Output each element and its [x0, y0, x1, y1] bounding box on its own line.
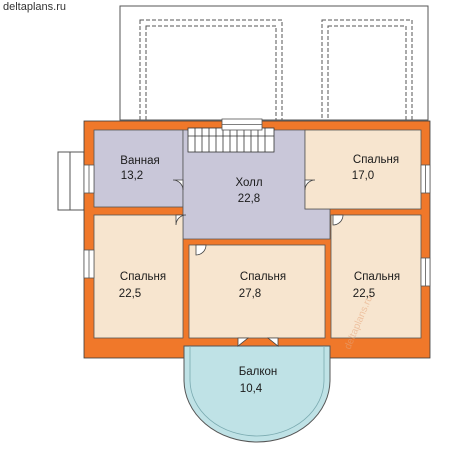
bedroom-e-name: Спальня: [354, 271, 400, 283]
bathroom-name: Ванная: [120, 155, 159, 167]
room-bedroom-east: [330, 214, 422, 339]
bedroom-ne-area: 17,0: [352, 170, 374, 182]
room-bedroom-center: [188, 244, 326, 339]
door-bathroom: [172, 179, 184, 191]
door-bedroom-west: [175, 214, 187, 226]
room-bedroom-west: [93, 214, 184, 339]
balcony-floor: [183, 345, 331, 443]
balcony-area: 10,4: [240, 383, 263, 395]
door-bedroom-east: [332, 214, 344, 226]
balcony-railing: [189, 346, 325, 437]
bedroom-c-name: Спальня: [240, 271, 286, 283]
room-bedroom-northeast: [304, 129, 422, 210]
windows: [83, 118, 431, 287]
door-bedroom-ne: [304, 179, 316, 191]
bedroom-w-name: Спальня: [120, 271, 166, 283]
room-hall-lower: [183, 207, 330, 239]
doors: [172, 179, 344, 347]
hall-name: Холл: [235, 177, 262, 189]
door-bedroom-center: [195, 244, 207, 256]
bedroom-w-area: 22,5: [119, 288, 141, 300]
bedroom-e-area: 22,5: [353, 288, 375, 300]
staircase: [187, 127, 275, 153]
room-bathroom: [93, 129, 184, 208]
room-labels: Ванная 13,2 Холл 22,8 Спальня 17,0 Спаль…: [119, 154, 400, 395]
porch-block: [57, 151, 85, 211]
bathroom-area: 13,2: [121, 170, 143, 182]
bedroom-ne-name: Спальня: [353, 154, 399, 166]
bedroom-c-area: 27,8: [239, 288, 261, 300]
roof-outline: [119, 5, 429, 121]
site-caption: deltaplans.ru: [3, 1, 66, 13]
balcony-name: Балкон: [239, 366, 278, 378]
balcony-door: [237, 337, 279, 347]
hall-area: 22,8: [238, 193, 260, 205]
